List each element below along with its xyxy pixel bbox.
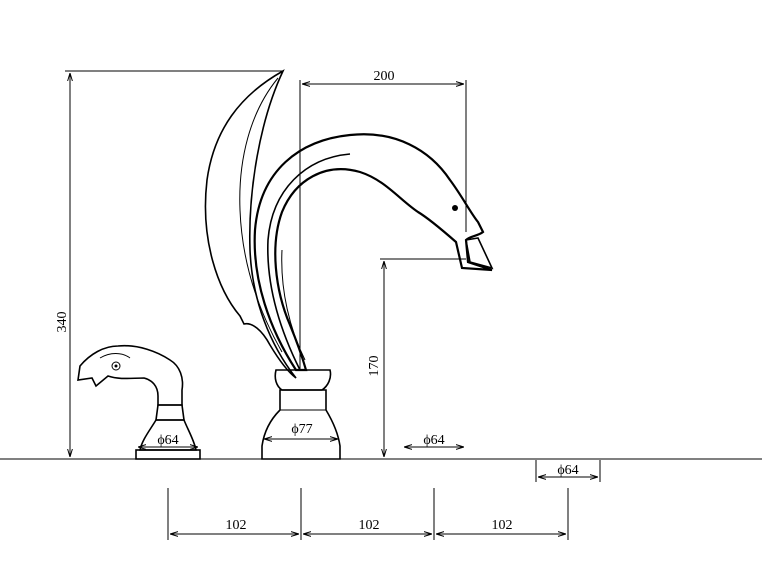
dim-mid-handle: ϕ64 <box>404 433 464 448</box>
dim-spout-base-label: ϕ77 <box>291 422 312 437</box>
dim-spacing-3-label: 102 <box>492 518 513 533</box>
dim-spout-base: ϕ77 <box>264 422 338 439</box>
dim-left-handle-label: ϕ64 <box>157 433 178 448</box>
dim-total-height: 340 <box>55 70 283 457</box>
dim-spout-height-label: 170 <box>367 356 382 377</box>
dim-spacing-2-label: 102 <box>359 518 380 533</box>
dim-top-width-label: 200 <box>374 69 395 84</box>
spout-neck <box>253 133 493 372</box>
handle-left <box>77 344 201 460</box>
dim-left-handle: ϕ64 <box>138 433 198 448</box>
spout-base-collar <box>274 369 332 391</box>
dim-right-handle: ϕ64 <box>535 460 601 482</box>
swan-spout <box>204 69 494 460</box>
dim-spout-height: 170 <box>367 258 466 457</box>
dim-total-height-label: 340 <box>55 312 70 333</box>
dim-spacing-1-label: 102 <box>226 518 247 533</box>
spout-beak <box>465 237 494 270</box>
dim-top-width: 200 <box>299 69 467 370</box>
spout-eye <box>452 205 458 211</box>
dim-right-handle-label: ϕ64 <box>557 463 578 478</box>
spout-wing <box>204 69 297 379</box>
spout-neck-ridge-2 <box>281 249 306 361</box>
spout-base <box>261 389 341 460</box>
dim-spacing: 102 102 102 <box>167 488 569 540</box>
dim-mid-handle-label: ϕ64 <box>423 433 444 448</box>
spout-wing-inner <box>239 77 283 353</box>
spout-neck-ridge <box>267 153 351 371</box>
